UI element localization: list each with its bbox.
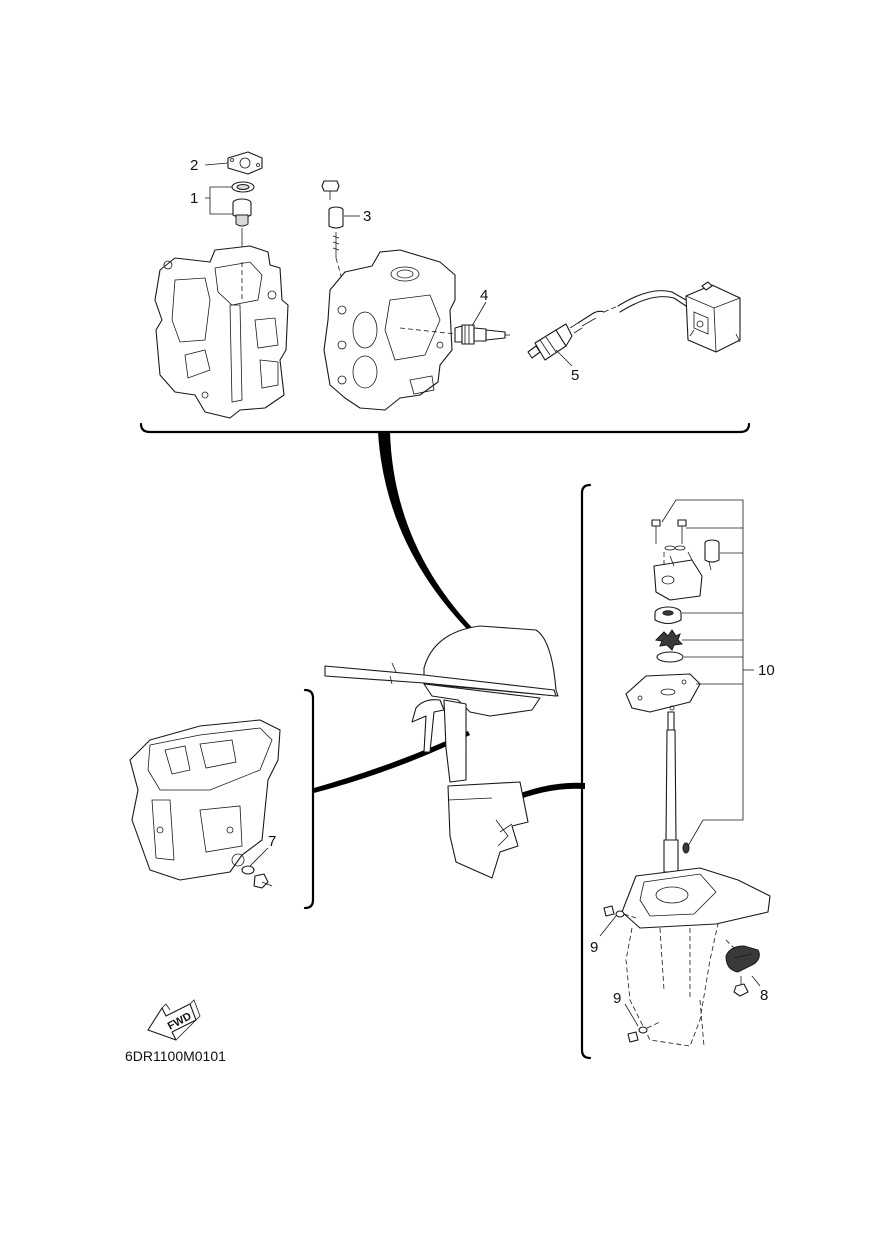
spark-plug-part[interactable] xyxy=(454,324,510,345)
pump-bolts-part[interactable] xyxy=(651,519,687,551)
connector-bands xyxy=(314,432,585,813)
pump-insert-part[interactable] xyxy=(654,606,682,625)
plug-screw-upper-part[interactable] xyxy=(603,905,637,919)
callout-2: 2 xyxy=(190,157,198,174)
drawing-code: 6DR1100M0101 xyxy=(125,1048,226,1064)
callout-1: 1 xyxy=(190,190,198,207)
anode-bolt-part[interactable] xyxy=(321,180,346,291)
outboard-motor-outline xyxy=(324,625,559,879)
outer-plate-part[interactable] xyxy=(625,673,701,713)
callout-7-leader xyxy=(249,847,269,867)
left-parts-group: 7 xyxy=(129,688,315,910)
drain-screw-part[interactable] xyxy=(241,865,273,889)
callout-8-leader xyxy=(751,975,761,987)
callout-8: 8 xyxy=(760,987,768,1004)
callout-3: 3 xyxy=(363,208,371,225)
gasket-part[interactable] xyxy=(227,151,263,175)
o-ring-part[interactable] xyxy=(656,651,684,663)
callout-9-upper: 9 xyxy=(590,939,598,956)
water-tube-part[interactable] xyxy=(704,539,720,571)
callout-9a-leader xyxy=(599,915,617,937)
impeller-part[interactable] xyxy=(654,629,684,651)
thermostat-seal-part[interactable] xyxy=(231,181,255,193)
callout-7: 7 xyxy=(268,833,276,850)
lower-case-part xyxy=(621,867,771,1047)
drive-shaft-part xyxy=(663,711,679,873)
cylinder-block-part xyxy=(154,245,289,419)
callout-10: 10 xyxy=(758,662,775,679)
left-group-bracket xyxy=(303,688,315,910)
callout-9b-leader xyxy=(624,1003,639,1027)
woodruff-key-part xyxy=(682,842,690,854)
callout-10-bracket xyxy=(661,499,754,847)
pump-housing-part[interactable] xyxy=(653,551,703,601)
anode-part[interactable] xyxy=(725,939,760,997)
top-parts-group: 2 1 3 4 5 xyxy=(139,151,751,434)
ignition-coil-part xyxy=(685,281,741,353)
fwd-arrow-icon xyxy=(147,999,201,1041)
callout-5: 5 xyxy=(571,367,579,384)
top-group-bracket xyxy=(139,422,751,434)
plug-screw-lower-part[interactable] xyxy=(627,1021,661,1043)
thermostat-part[interactable] xyxy=(232,198,252,262)
top-callout-leaders xyxy=(204,162,573,367)
right-group-bracket xyxy=(580,483,592,1060)
callout-9-lower: 9 xyxy=(613,990,621,1007)
spark-plug-cap-part[interactable] xyxy=(527,290,687,361)
bottom-cowling-part xyxy=(129,719,281,881)
right-parts-group: 10 8 xyxy=(580,483,775,1060)
cylinder-head-part xyxy=(323,249,457,411)
callout-4: 4 xyxy=(480,287,488,304)
